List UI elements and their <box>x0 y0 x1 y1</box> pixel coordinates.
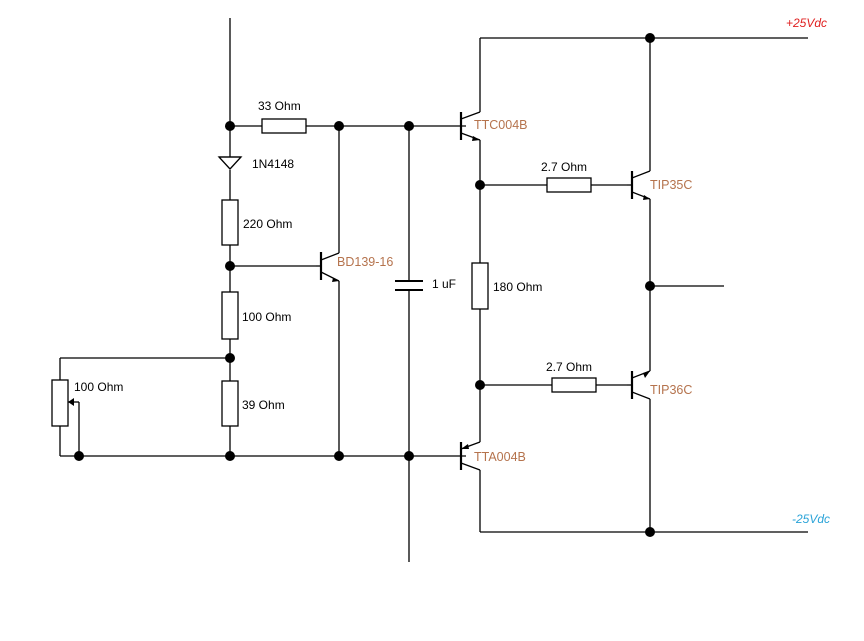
label-q-bd139: BD139-16 <box>337 255 393 269</box>
transistor-tip35c <box>627 170 651 200</box>
label-r-100: 100 Ohm <box>242 310 291 324</box>
label-q-tip36c: TIP36C <box>650 383 692 397</box>
label-r-220: 220 Ohm <box>243 217 292 231</box>
resistor-2-7-ohm-bottom <box>551 377 597 393</box>
transistor-bd139-16 <box>316 252 340 282</box>
label-c-1uf: 1 uF <box>432 277 456 291</box>
potentiometer-100-ohm <box>51 379 69 427</box>
label-d-1n4148: 1N4148 <box>252 157 294 171</box>
label-q-ttc004b: TTC004B <box>474 118 528 132</box>
label-r-39: 39 Ohm <box>242 398 285 412</box>
resistor-220-ohm <box>221 199 239 246</box>
resistor-180-ohm <box>471 262 489 310</box>
label-positive-rail: +25Vdc <box>786 16 827 30</box>
label-q-tta004b: TTA004B <box>474 450 526 464</box>
resistor-2-7-ohm-top <box>546 177 592 193</box>
transistor-tta004b <box>459 441 481 471</box>
potentiometer-wiper-arrow <box>68 398 74 406</box>
label-r-2-7-bottom: 2.7 Ohm <box>546 360 592 374</box>
transistor-tip36c <box>627 370 651 400</box>
resistor-39-ohm <box>221 380 239 427</box>
junction-dots <box>74 33 655 537</box>
diode-1n4148 <box>217 156 243 170</box>
label-r-2-7-top: 2.7 Ohm <box>541 160 587 174</box>
label-pot-100: 100 Ohm <box>74 380 123 394</box>
resistor-100-ohm <box>221 291 239 340</box>
transistor-ttc004b <box>459 111 481 141</box>
label-q-tip35c: TIP35C <box>650 178 692 192</box>
label-r-33: 33 Ohm <box>258 99 301 113</box>
label-negative-rail: -25Vdc <box>792 512 830 526</box>
label-r-180: 180 Ohm <box>493 280 542 294</box>
capacitor-1uf <box>395 280 423 291</box>
resistor-33-ohm <box>261 118 307 134</box>
